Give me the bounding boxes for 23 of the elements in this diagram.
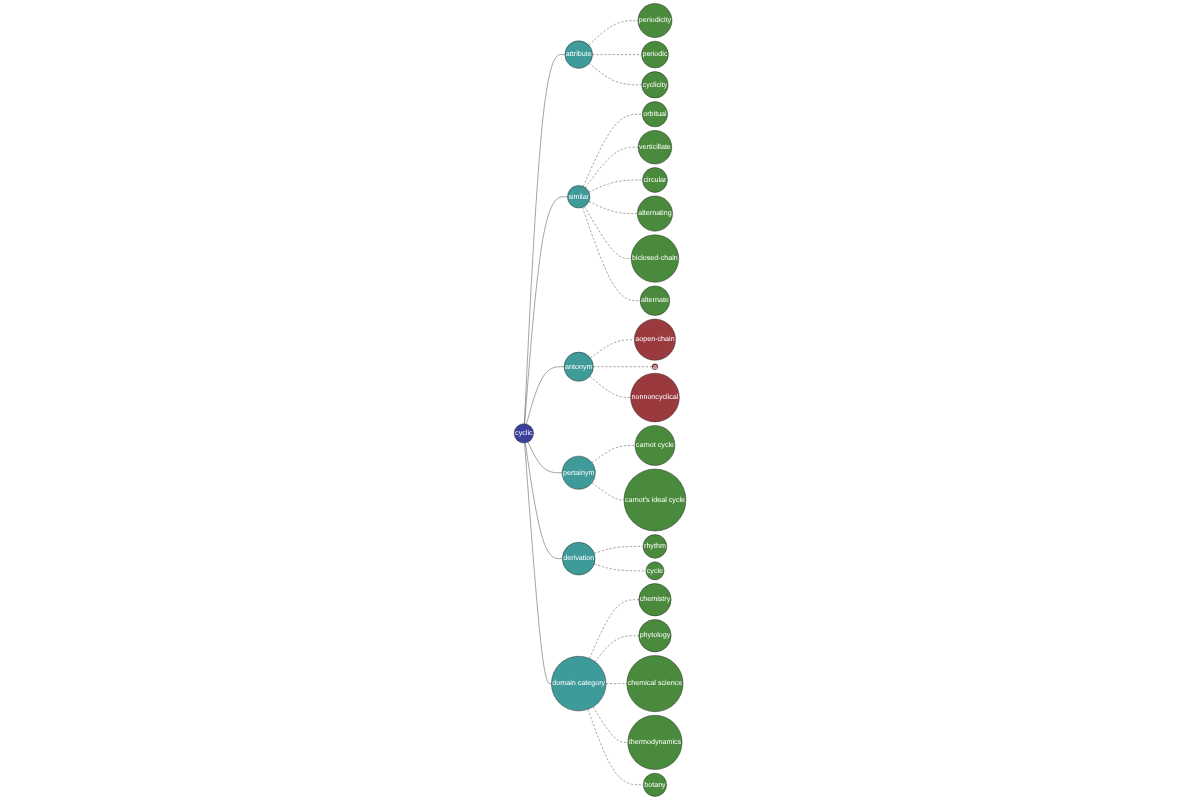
connector [527,441,563,473]
connector [591,445,636,463]
connector [524,54,566,424]
connector [524,442,563,559]
connector [588,20,639,46]
connector [587,709,644,785]
connector [592,54,642,55]
connector [584,206,632,259]
connector [582,207,641,301]
connector [589,63,642,85]
connector [589,375,631,398]
connector [526,366,565,425]
connector [524,442,552,684]
connector [593,546,644,554]
connector [590,339,635,359]
connector [592,706,628,743]
connector [589,599,639,659]
connector [593,366,653,367]
connector [524,196,568,424]
connector [588,179,643,193]
connector [605,683,627,684]
connector [588,201,638,214]
connector [582,113,643,187]
